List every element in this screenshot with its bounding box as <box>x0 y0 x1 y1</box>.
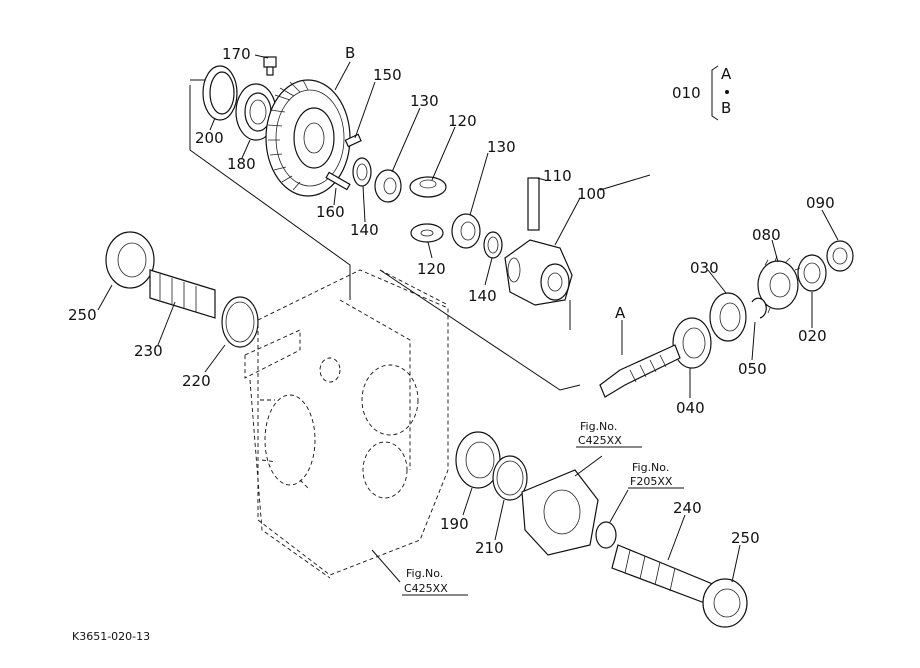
group-reference-text: 010 A B <box>672 65 732 117</box>
drawing-id: K3651-020-13 <box>72 630 150 643</box>
part-050-snap-ring <box>751 297 767 319</box>
label-250-right: 250 <box>731 529 760 547</box>
part-pinion-shaft <box>599 344 681 398</box>
group-code: 010 <box>672 84 701 102</box>
fig-ref-2-line1: Fig.No. <box>632 461 669 474</box>
fig-ref-1: Fig.No. C425XX <box>576 420 642 448</box>
part-090-collar <box>826 240 854 272</box>
part-240-shaft <box>611 544 716 606</box>
label-B: B <box>345 44 355 62</box>
part-230-shaft <box>149 269 216 319</box>
label-140-upper: 140 <box>350 221 379 239</box>
part-130-side-gear-lower <box>451 213 481 249</box>
label-020: 020 <box>798 327 827 345</box>
label-050: 050 <box>738 360 767 378</box>
label-130-upper: 130 <box>410 92 439 110</box>
fig-ref-3: Fig.No. C425XX <box>402 567 468 596</box>
part-040-bearing <box>672 317 712 369</box>
group-reference <box>711 65 729 121</box>
label-080: 080 <box>752 226 781 244</box>
part-140-washer-lower <box>483 231 503 259</box>
part-110-shaft <box>527 177 540 231</box>
part-ring-gear <box>265 79 351 197</box>
label-leaders <box>97 54 839 583</box>
group-b: B <box>721 99 731 117</box>
label-040: 040 <box>676 399 705 417</box>
label-120-lower: 120 <box>417 260 446 278</box>
part-210-ring <box>492 455 528 501</box>
fig-ref-3-line2: C425XX <box>404 582 448 595</box>
part-220-snap-ring <box>221 296 259 348</box>
fig-ref-1-line1: Fig.No. <box>580 420 617 433</box>
label-220: 220 <box>182 372 211 390</box>
part-labels: 170 B 150 130 120 130 110 100 200 180 16… <box>68 44 835 557</box>
fig-ref-1-line2: C425XX <box>578 434 622 447</box>
label-210: 210 <box>475 539 504 557</box>
label-200: 200 <box>195 129 224 147</box>
part-020-bearing <box>797 254 827 292</box>
fig-ref-3-line1: Fig.No. <box>406 567 443 580</box>
label-090: 090 <box>806 194 835 212</box>
label-230: 230 <box>134 342 163 360</box>
leader-lines <box>189 79 651 391</box>
part-180-bearing <box>235 83 277 141</box>
part-120-pinion-lower <box>410 223 444 243</box>
part-160-shaft <box>325 171 351 191</box>
part-120-pinion-upper <box>409 176 447 198</box>
label-150: 150 <box>373 66 402 84</box>
label-170: 170 <box>222 45 251 63</box>
part-130-side-gear-upper <box>374 169 402 203</box>
label-030: 030 <box>690 259 719 277</box>
label-A: A <box>615 304 626 322</box>
label-160: 160 <box>316 203 345 221</box>
part-200-seal <box>202 65 238 121</box>
label-130-lower: 130 <box>487 138 516 156</box>
part-030-bearing <box>709 292 747 342</box>
part-coupling <box>595 521 617 549</box>
part-100-diff-case <box>504 239 573 306</box>
part-250-bearing-right <box>702 578 748 628</box>
label-180: 180 <box>227 155 256 173</box>
part-140-washer-upper <box>352 157 372 187</box>
label-240: 240 <box>673 499 702 517</box>
label-250-left: 250 <box>68 306 97 324</box>
part-150-pin <box>344 133 362 148</box>
label-120-upper: 120 <box>448 112 477 130</box>
part-250-bearing-left <box>105 231 155 289</box>
part-170-bolt <box>263 56 277 76</box>
label-100: 100 <box>577 185 606 203</box>
part-cover-housing <box>521 469 599 556</box>
fig-ref-2: Fig.No. F205XX <box>628 461 684 489</box>
transmission-case <box>244 269 449 579</box>
label-190: 190 <box>440 515 469 533</box>
group-a: A <box>721 65 732 83</box>
label-140-lower: 140 <box>468 287 497 305</box>
fig-ref-2-line2: F205XX <box>630 475 673 488</box>
label-110: 110 <box>543 167 572 185</box>
